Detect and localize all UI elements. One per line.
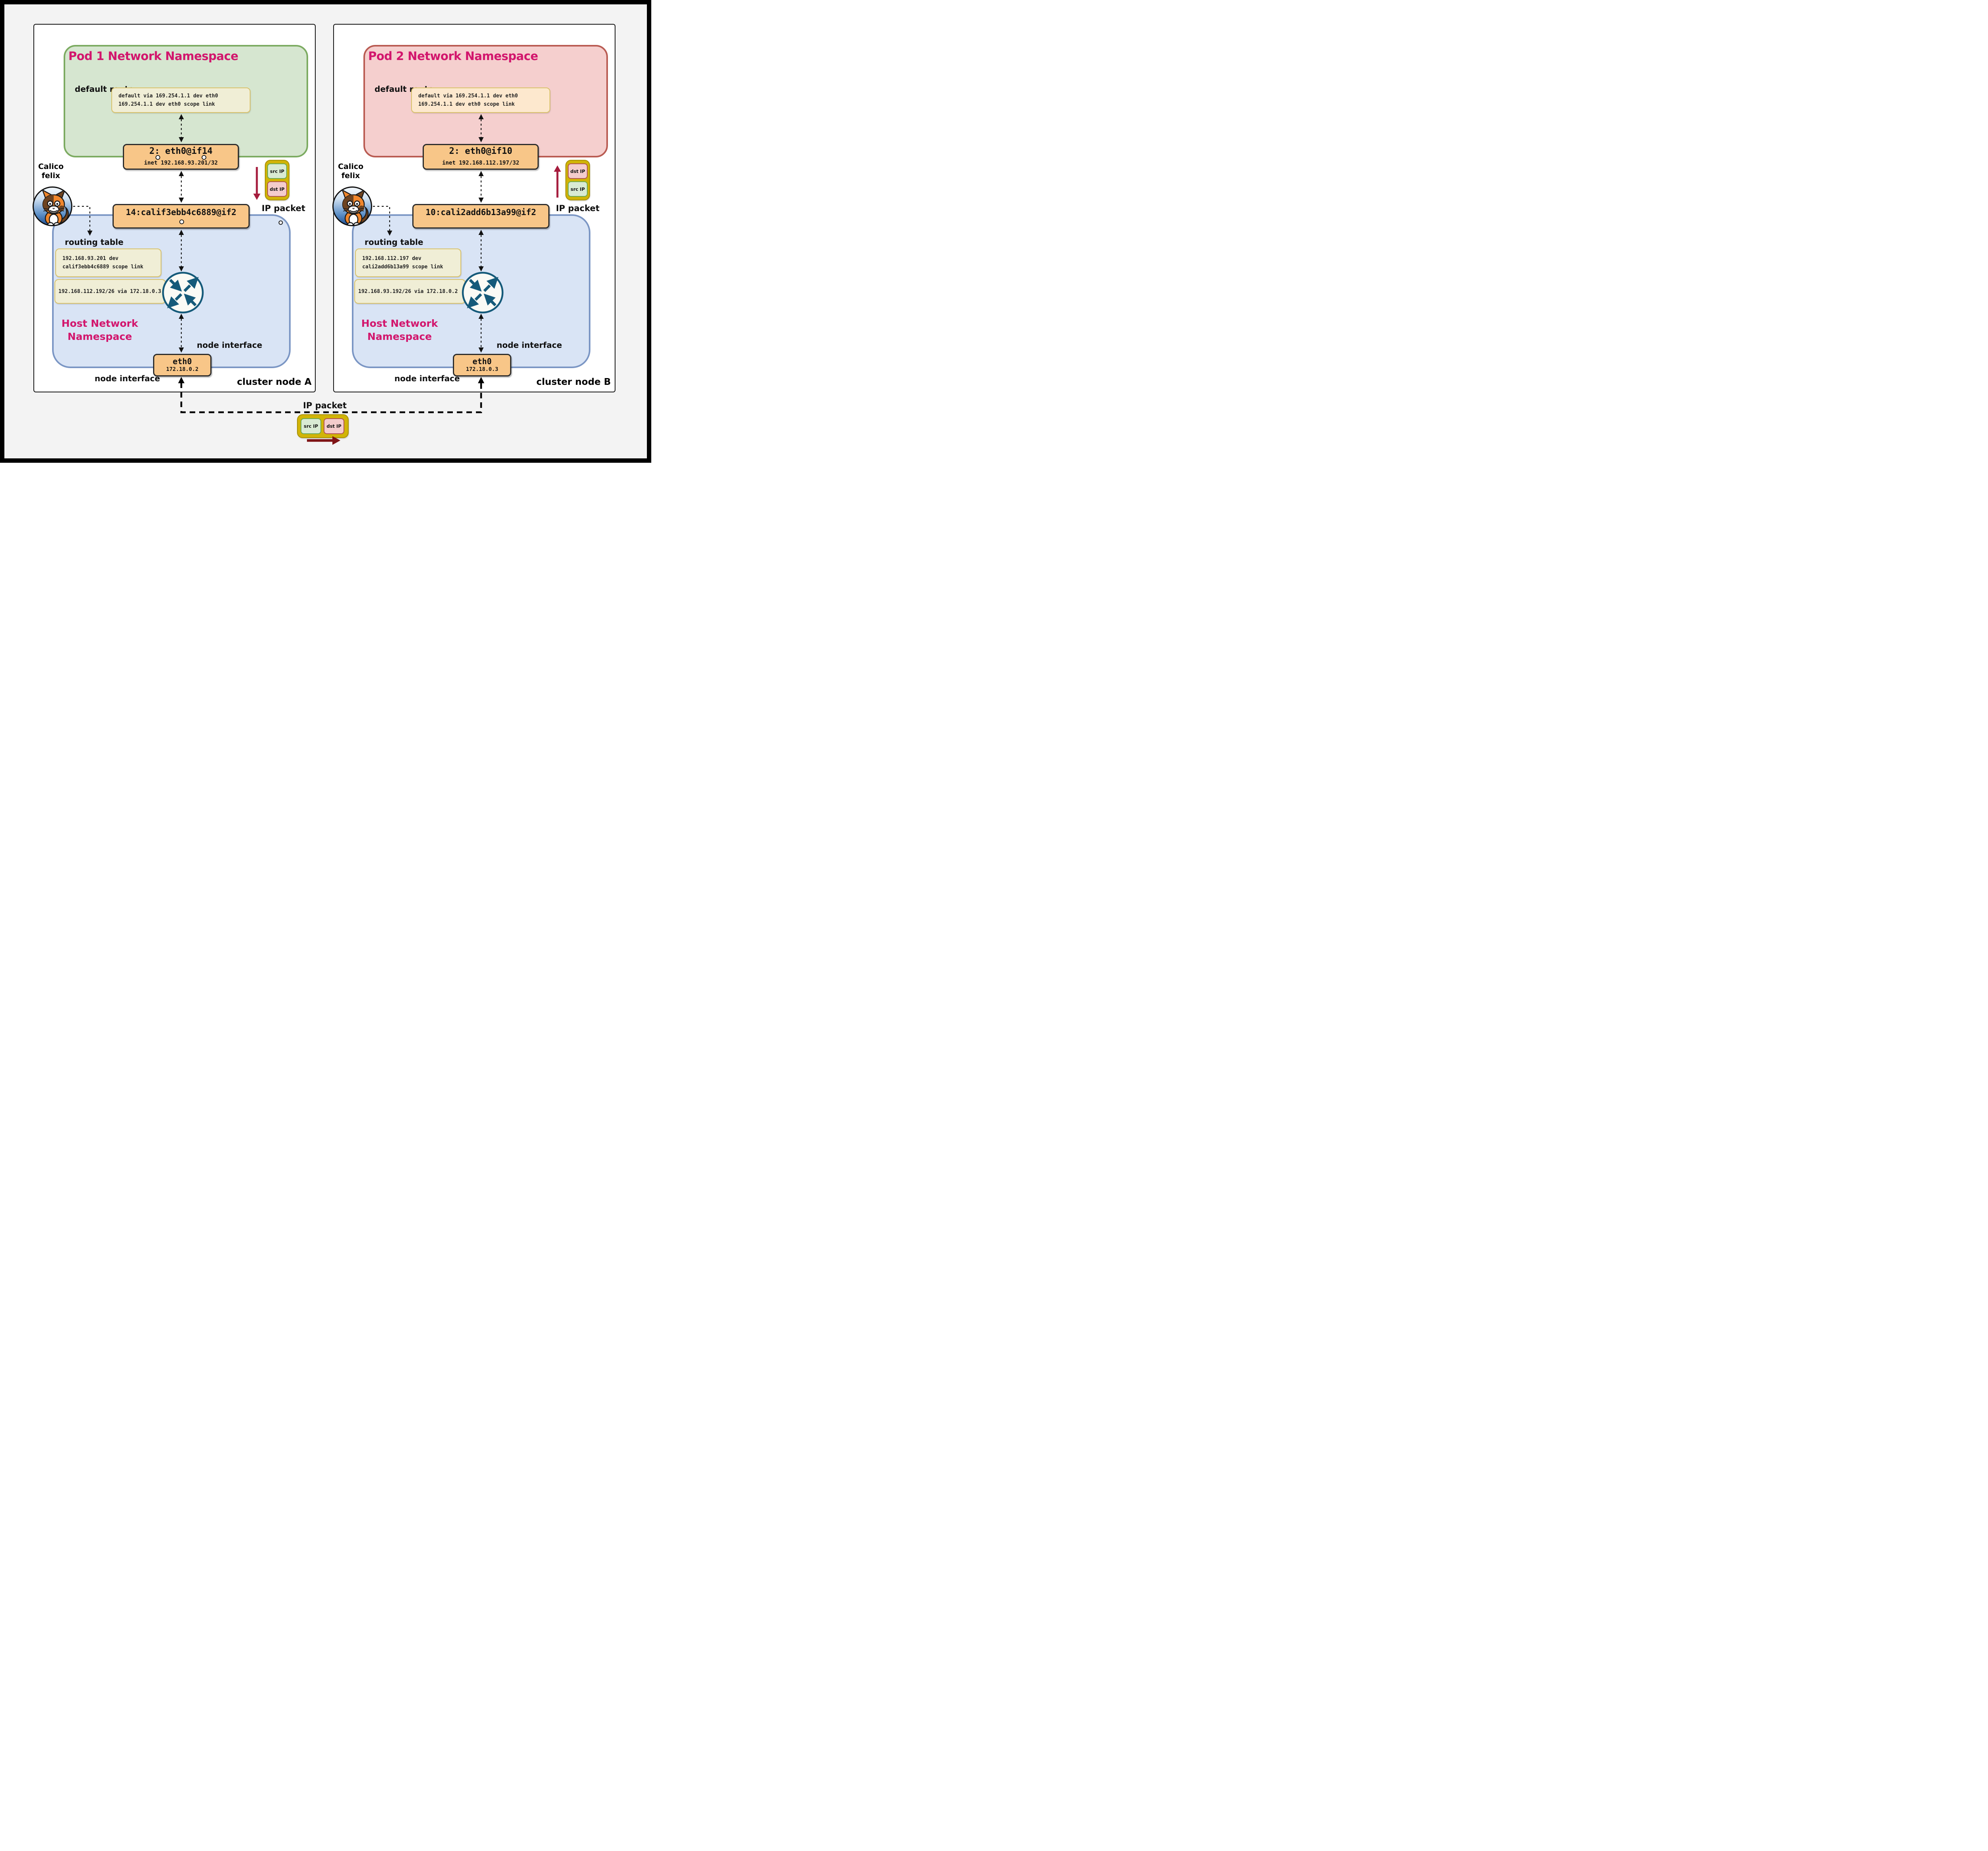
src-ip-field-a: src IP — [267, 163, 287, 179]
pod-veth-name-b: 2: eth0@if10 — [449, 146, 513, 156]
cluster-node-b-label: cluster node B — [536, 377, 611, 387]
pod-veth-name-a: 2: eth0@if14 — [149, 146, 213, 156]
route-box-b2: 192.168.93.192/26 via 172.18.0.2 — [354, 279, 466, 304]
pod-veth-box-b: 2: eth0@if10 inet 192.168.112.197/32 — [423, 144, 539, 170]
diagram-canvas: Pod 1 Network Namespace default route de… — [0, 0, 651, 463]
felix-mascot-icon-b — [332, 186, 372, 226]
host-namespace-title-b: Host Network Namespace — [361, 318, 438, 342]
default-route-line: default via 169.254.1.1 dev eth0 — [418, 93, 518, 99]
eth0-name-b: eth0 — [472, 357, 492, 366]
node-interface-label-a-lower: node interface — [95, 374, 160, 383]
host-veth-box-b: 10:cali2add6b13a99@if2 — [412, 204, 549, 229]
dst-ip-field-b: dst IP — [568, 163, 588, 179]
felix-label-b: Calico felix — [338, 162, 364, 180]
default-route-line: default via 169.254.1.1 dev eth0 — [118, 93, 218, 99]
default-route-box-a: default via 169.254.1.1 dev eth0 169.254… — [111, 87, 250, 113]
pod-veth-inet-a: inet 192.168.93.201/32 — [144, 160, 218, 166]
cluster-node-a-label: cluster node A — [237, 377, 312, 387]
routing-table-label-a: routing table — [65, 237, 124, 247]
node-interface-label-a-upper: node interface — [197, 340, 262, 350]
eth0-box-a: eth0 172.18.0.2 — [153, 354, 212, 376]
ip-packet-label-a: IP packet — [262, 204, 305, 213]
host-namespace-title-a: Host Network Namespace — [61, 318, 138, 342]
node-interface-label-b-upper: node interface — [497, 340, 562, 350]
eth0-ip-a: 172.18.0.2 — [166, 366, 199, 373]
ip-packet-label-bottom: IP packet — [303, 401, 347, 410]
route-box-a1: 192.168.93.201 dev calif3ebb4c6889 scope… — [55, 248, 161, 277]
route-box-b1: 192.168.112.197 dev cali2add6b13a99 scop… — [355, 248, 461, 277]
routing-table-label-b: routing table — [365, 237, 423, 247]
eth0-box-b: eth0 172.18.0.3 — [453, 354, 511, 376]
host-veth-name-a: 14:calif3ebb4c6889@if2 — [126, 208, 237, 217]
pod-veth-box-a: 2: eth0@if14 inet 192.168.93.201/32 — [123, 144, 239, 170]
ip-packet-label-b: IP packet — [556, 204, 600, 213]
calico-cat-icon — [341, 189, 369, 225]
default-route-line: 169.254.1.1 dev eth0 scope link — [418, 101, 515, 107]
pod1-namespace-title: Pod 1 Network Namespace — [68, 49, 239, 63]
felix-label-a: Calico felix — [38, 162, 64, 180]
felix-mascot-icon-a — [33, 186, 72, 226]
host-veth-name-b: 10:cali2add6b13a99@if2 — [425, 208, 536, 217]
dst-ip-field-a: dst IP — [267, 181, 287, 197]
eth0-name-a: eth0 — [173, 357, 192, 366]
src-ip-field-bottom: src IP — [301, 418, 321, 434]
dst-ip-field-bottom: dst IP — [324, 418, 344, 434]
route-box-a2: 192.168.112.192/26 via 172.18.0.3 — [54, 279, 166, 304]
node-interface-label-b-lower: node interface — [394, 374, 460, 383]
pod2-namespace-title: Pod 2 Network Namespace — [368, 49, 538, 63]
eth0-ip-b: 172.18.0.3 — [466, 366, 499, 373]
pod-veth-inet-b: inet 192.168.112.197/32 — [442, 160, 519, 166]
host-veth-box-a: 14:calif3ebb4c6889@if2 — [113, 204, 250, 229]
src-ip-field-b: src IP — [568, 181, 588, 197]
default-route-box-b: default via 169.254.1.1 dev eth0 169.254… — [411, 87, 550, 113]
default-route-line: 169.254.1.1 dev eth0 scope link — [118, 101, 215, 107]
calico-cat-icon — [41, 189, 69, 225]
